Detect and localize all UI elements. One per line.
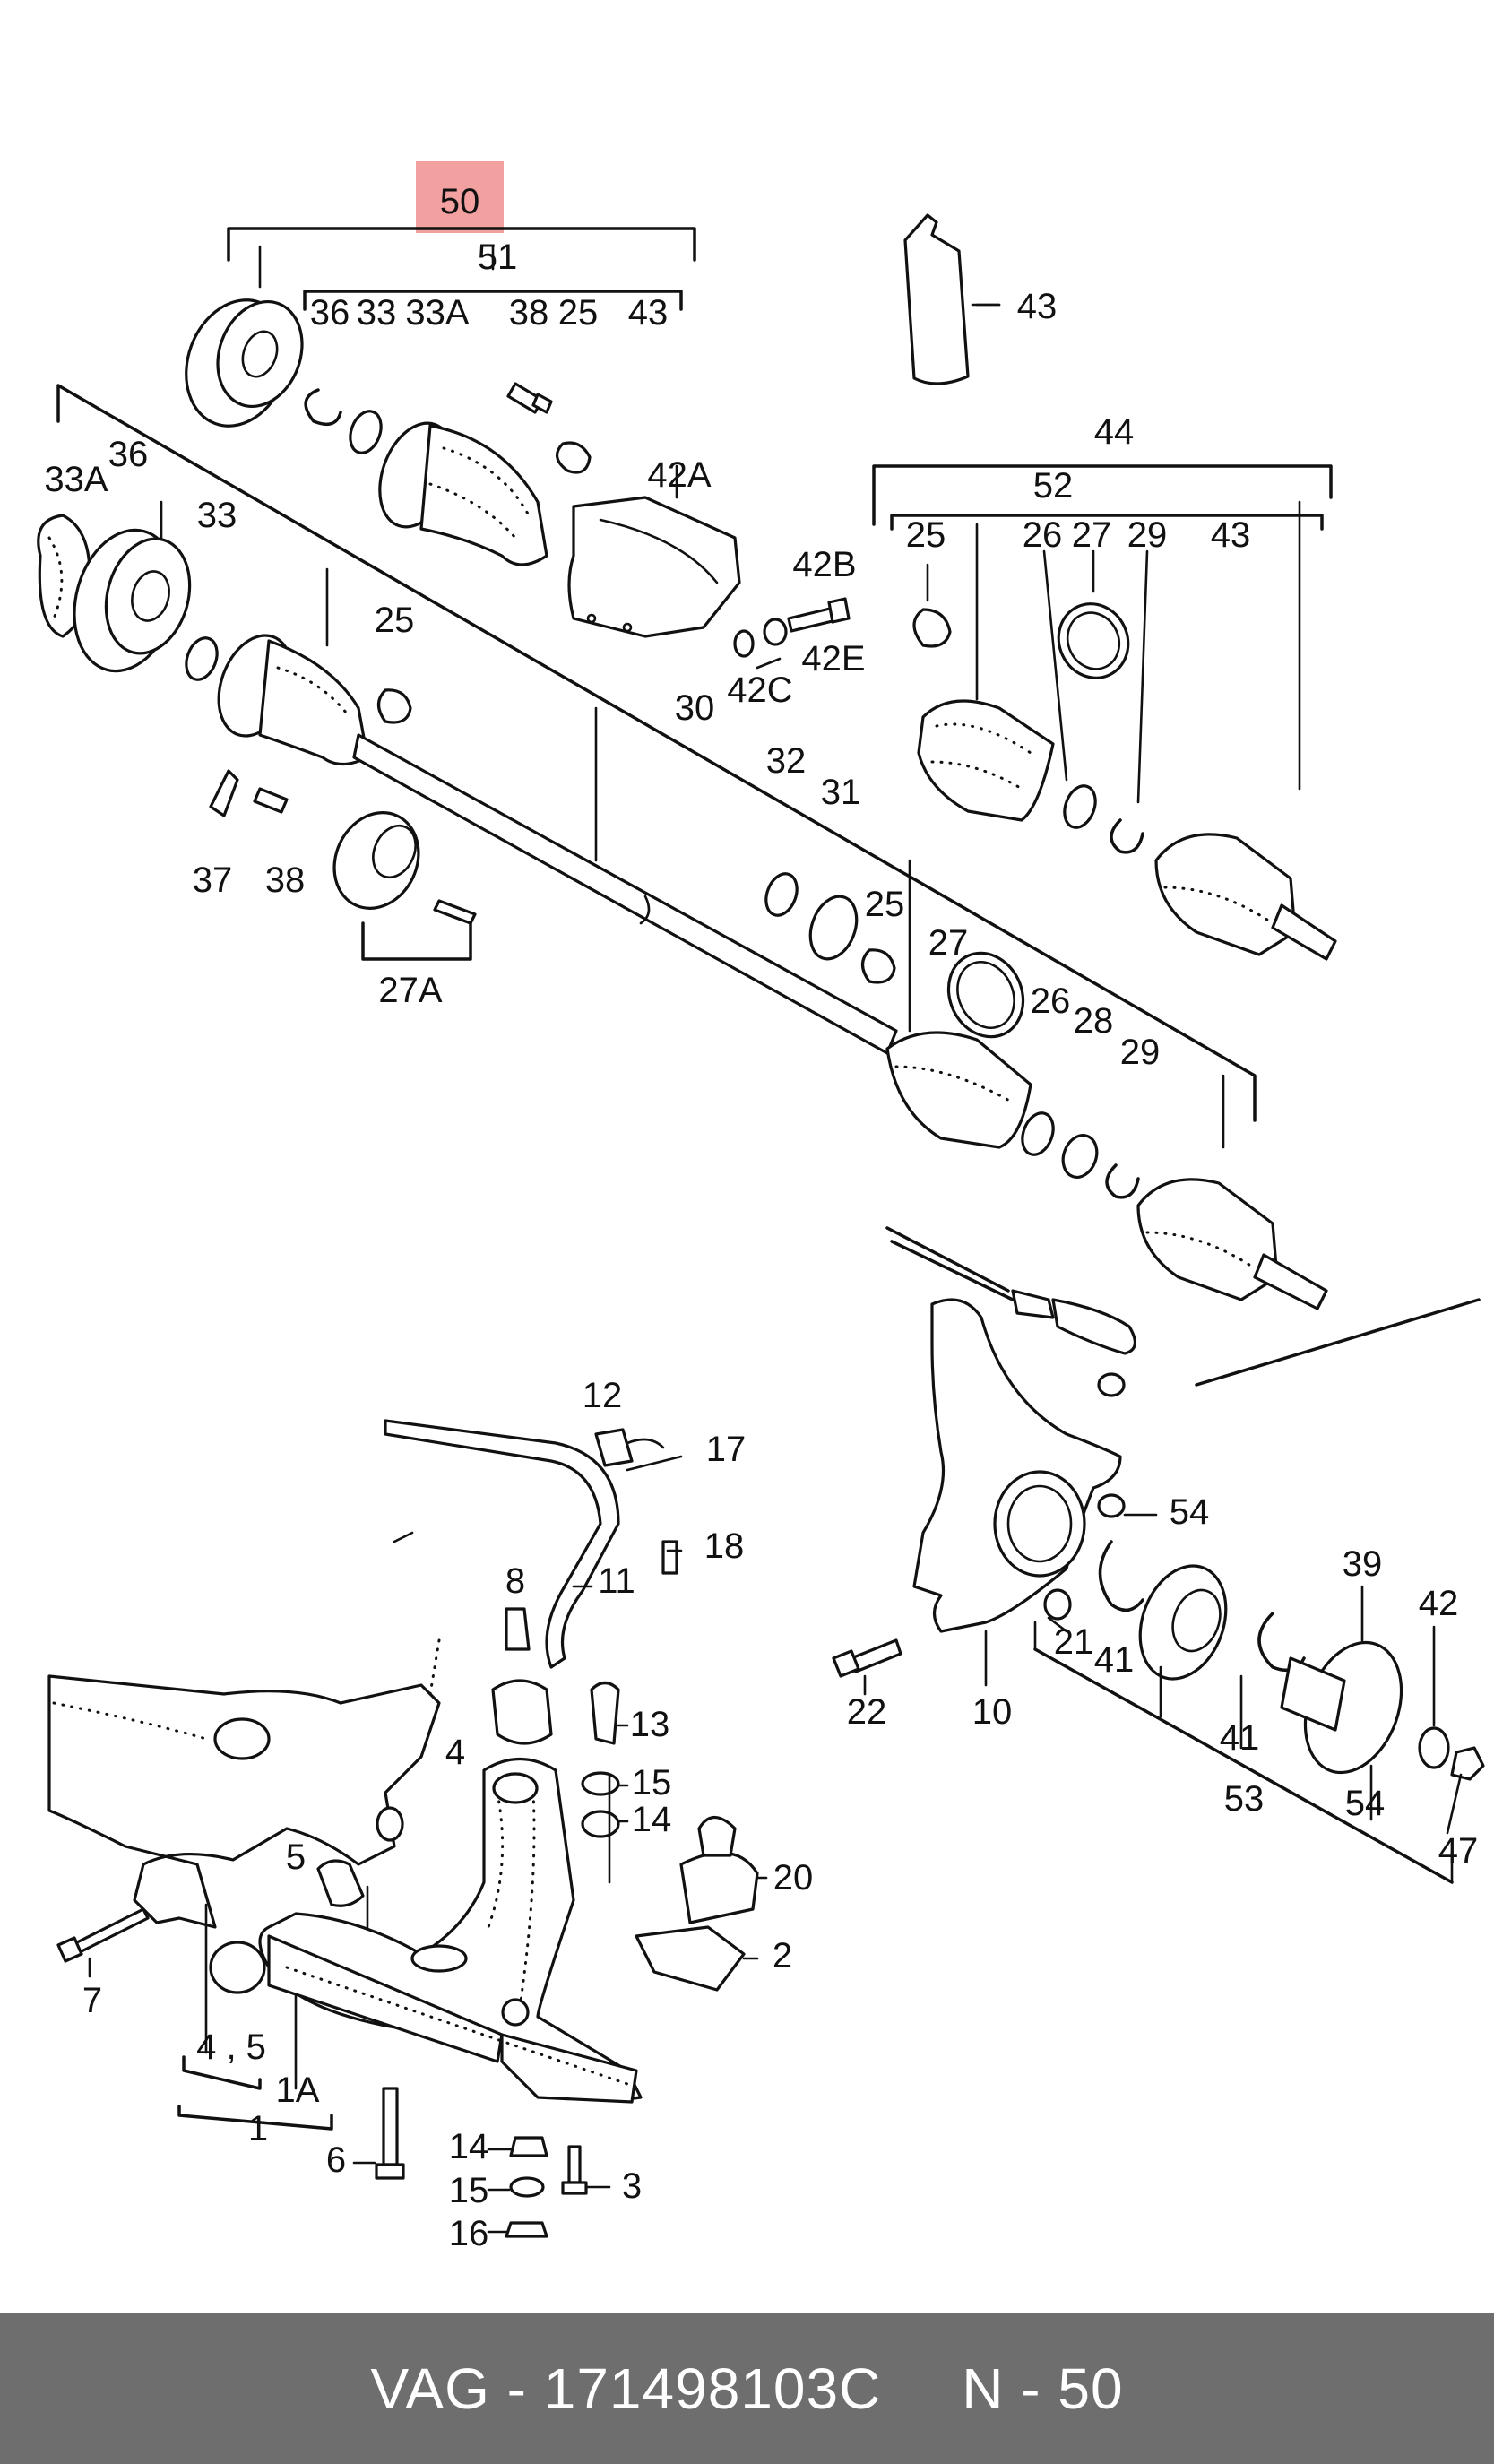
- label-27A[interactable]: 27A: [378, 971, 442, 1010]
- label-18[interactable]: 18: [704, 1526, 745, 1566]
- label-42A[interactable]: 42A: [647, 455, 711, 495]
- label-29-mid[interactable]: 29: [1120, 1033, 1161, 1072]
- label-1[interactable]: 1: [248, 2109, 268, 2148]
- label-43-tube[interactable]: 43: [1017, 287, 1058, 326]
- leader-lines: [88, 303, 1463, 2234]
- label-16[interactable]: 16: [449, 2214, 489, 2253]
- label-36[interactable]: 36: [310, 293, 350, 333]
- label-38[interactable]: 38: [509, 293, 549, 333]
- label-7[interactable]: 7: [82, 1981, 102, 2020]
- label-20[interactable]: 20: [773, 1858, 814, 1898]
- label-26-right[interactable]: 26: [1023, 515, 1063, 555]
- label-42B[interactable]: 42B: [792, 545, 856, 584]
- lower-suspension-assembly: [47, 1419, 759, 2238]
- label-33A[interactable]: 33A: [405, 293, 469, 333]
- label-51[interactable]: 51: [478, 238, 518, 277]
- label-31[interactable]: 31: [821, 773, 861, 812]
- cv-joint-kit-group: [185, 227, 696, 566]
- label-5[interactable]: 5: [286, 1837, 306, 1877]
- label-52[interactable]: 52: [1033, 466, 1074, 506]
- label-14[interactable]: 14: [632, 1800, 672, 1839]
- label-26-mid[interactable]: 26: [1031, 981, 1071, 1021]
- label-27-right[interactable]: 27: [1072, 515, 1112, 555]
- label-17[interactable]: 17: [706, 1430, 747, 1469]
- drive-shaft-assembly: [37, 384, 1328, 1310]
- label-33[interactable]: 33: [357, 293, 397, 333]
- label-33-left[interactable]: 33: [197, 496, 237, 535]
- label-38-left[interactable]: 38: [265, 860, 306, 900]
- label-15-bottom[interactable]: 15: [449, 2171, 489, 2210]
- label-54-top[interactable]: 54: [1170, 1492, 1210, 1532]
- label-33A-left[interactable]: 33A: [44, 460, 108, 499]
- label-44[interactable]: 44: [1094, 412, 1135, 452]
- label-4-5[interactable]: 4 , 5: [196, 2027, 266, 2067]
- part-number: VAG - 171498103C: [370, 2356, 882, 2421]
- label-29-right[interactable]: 29: [1127, 515, 1168, 555]
- outer-joint-kit-group: [872, 464, 1337, 961]
- label-41-lower[interactable]: 41: [1220, 1718, 1260, 1758]
- label-47[interactable]: 47: [1438, 1831, 1479, 1871]
- heat-shield-icon: [567, 464, 851, 670]
- label-1A[interactable]: 1A: [276, 2071, 320, 2110]
- label-25-right[interactable]: 25: [906, 515, 946, 555]
- label-10[interactable]: 10: [972, 1692, 1013, 1732]
- selected-part-highlight[interactable]: [416, 161, 504, 233]
- label-42C[interactable]: 42C: [727, 670, 792, 710]
- label-43-right[interactable]: 43: [1211, 515, 1251, 555]
- label-36-left[interactable]: 36: [108, 435, 149, 474]
- label-12[interactable]: 12: [583, 1376, 623, 1415]
- label-22[interactable]: 22: [847, 1692, 887, 1732]
- grease-tube-icon: [903, 213, 1001, 385]
- label-37[interactable]: 37: [193, 860, 233, 900]
- label-30[interactable]: 30: [675, 688, 715, 728]
- label-4[interactable]: 4: [445, 1733, 465, 1772]
- label-25-left[interactable]: 25: [375, 601, 415, 640]
- label-25[interactable]: 25: [558, 293, 599, 333]
- page-reference: N - 50: [962, 2356, 1124, 2421]
- label-42[interactable]: 42: [1419, 1584, 1459, 1623]
- label-3[interactable]: 3: [622, 2166, 642, 2206]
- label-25-mid[interactable]: 25: [865, 885, 905, 924]
- label-2[interactable]: 2: [773, 1936, 792, 1976]
- label-54-bottom[interactable]: 54: [1345, 1784, 1386, 1823]
- callout-labels: 50 51 36 33 33A 38 25 43 43 44 52 25 26 …: [44, 182, 1478, 2253]
- label-14-bottom[interactable]: 14: [449, 2127, 489, 2166]
- label-13[interactable]: 13: [630, 1705, 670, 1744]
- label-8[interactable]: 8: [505, 1561, 525, 1601]
- label-53[interactable]: 53: [1224, 1779, 1265, 1819]
- footer-bar: VAG - 171498103C N - 50: [0, 2313, 1494, 2464]
- footer-text: VAG - 171498103C N - 50: [370, 2356, 1123, 2422]
- steering-knuckle-assembly: [832, 1226, 1485, 1884]
- label-11[interactable]: 11: [598, 1561, 635, 1601]
- label-41-upper[interactable]: 41: [1094, 1640, 1135, 1680]
- label-42E[interactable]: 42E: [801, 639, 865, 679]
- label-6[interactable]: 6: [326, 2140, 346, 2180]
- label-32[interactable]: 32: [766, 741, 807, 781]
- label-27-mid[interactable]: 27: [928, 923, 969, 963]
- label-43[interactable]: 43: [628, 293, 669, 333]
- label-39[interactable]: 39: [1343, 1544, 1383, 1584]
- label-28[interactable]: 28: [1074, 1001, 1114, 1041]
- label-21[interactable]: 21: [1054, 1622, 1094, 1662]
- exploded-parts-diagram: 50 51 36 33 33A 38 25 43 43 44 52 25 26 …: [37, 161, 1485, 2253]
- label-50[interactable]: 50: [440, 182, 480, 221]
- label-15[interactable]: 15: [632, 1763, 672, 1803]
